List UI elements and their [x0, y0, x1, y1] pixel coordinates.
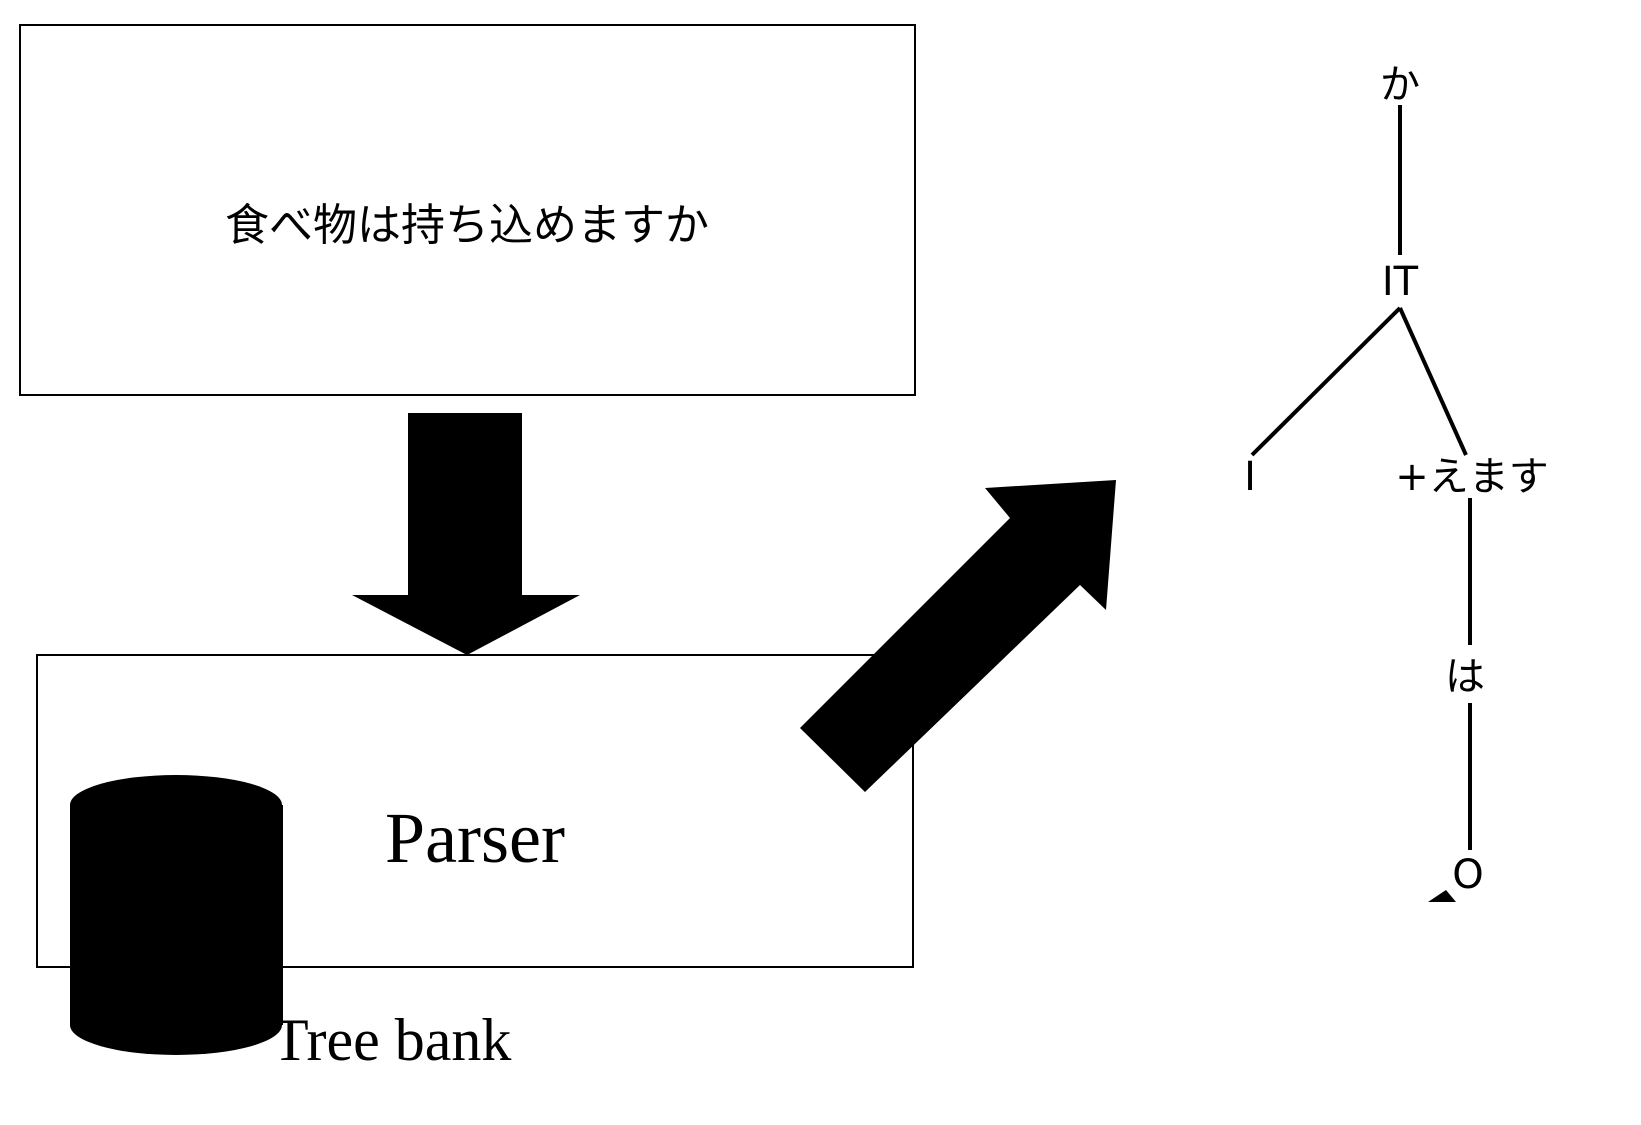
tree-node-4: は [1445, 654, 1485, 700]
input-sentence: 食べ物は持ち込めますか [225, 200, 709, 251]
tree-node-right: +えます [1395, 454, 1549, 500]
diagonal-output-arrow [800, 480, 1116, 792]
tree-node-2: IT [1382, 259, 1419, 305]
tree-labels: か IT I +えます は O [1244, 62, 1549, 898]
tree-bank-label: Tree bank [272, 1007, 511, 1073]
parser-label: Parser [385, 798, 565, 878]
tree-node-leaf: O [1452, 852, 1483, 898]
dependency-tree [1250, 105, 1472, 850]
tree-node-left-leaf: I [1244, 454, 1256, 500]
tree-bank-database-icon [70, 775, 283, 1055]
down-arrow [352, 413, 580, 655]
tree-node-root: か [1380, 62, 1420, 108]
pointer-triangle-icon [1428, 890, 1456, 902]
input-sentence-box: 食べ物は持ち込めますか [19, 24, 916, 396]
